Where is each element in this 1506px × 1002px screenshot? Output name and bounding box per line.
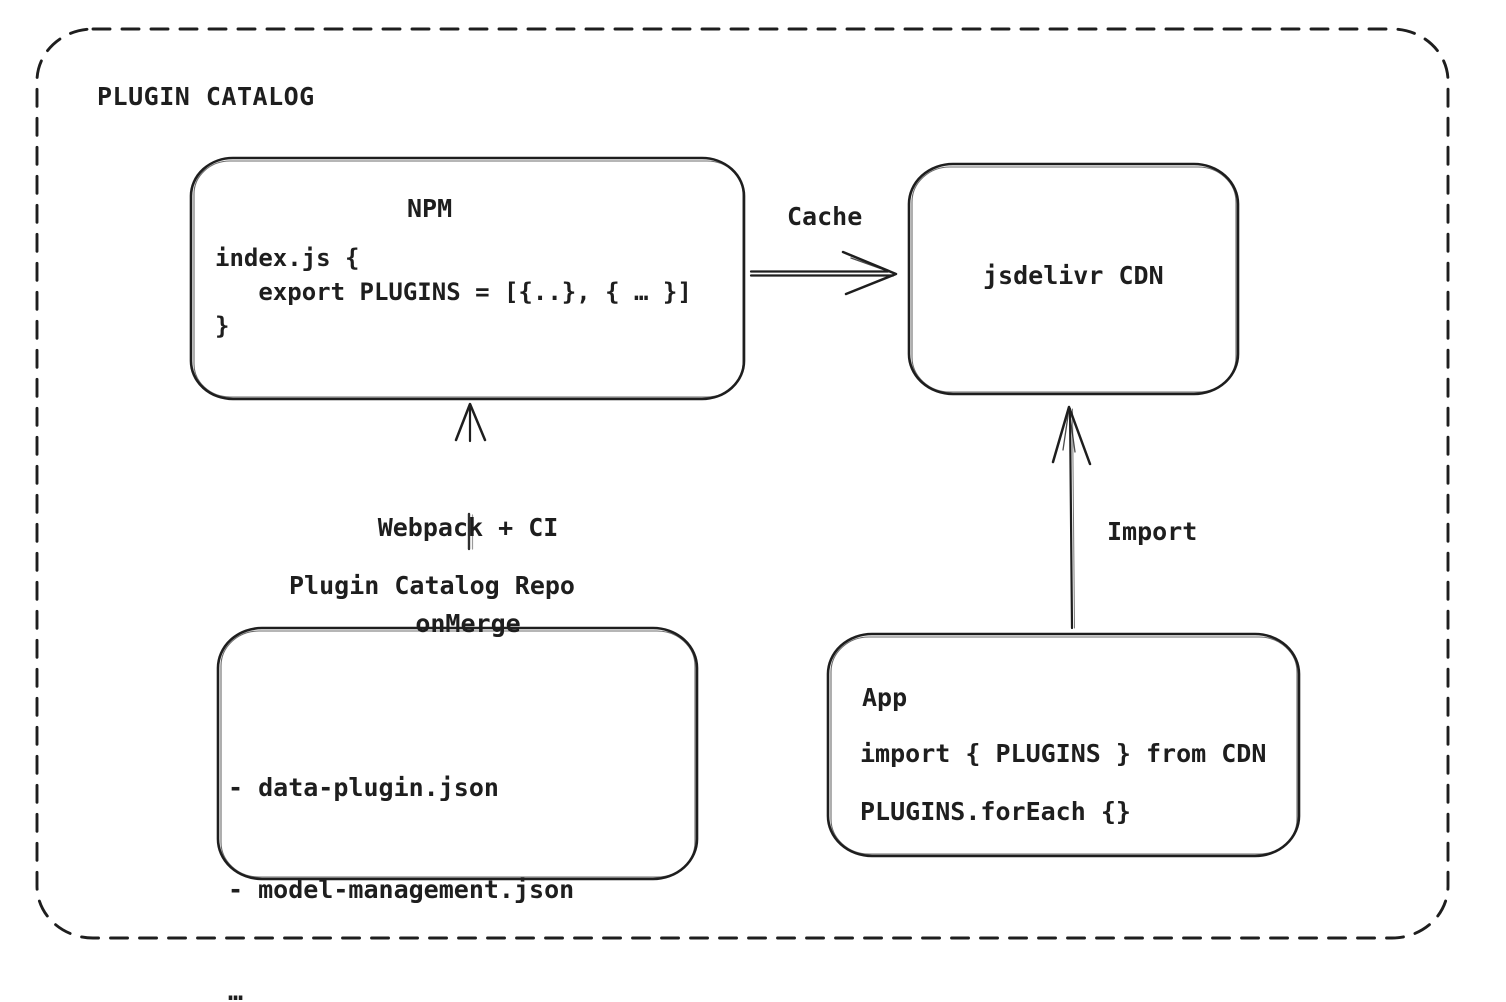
plugin-catalog-boundary [35,27,1450,940]
diagram-title: PLUGIN CATALOG [97,82,315,111]
cdn-box-label: jsdelivr CDN [983,261,1164,290]
repo-file-item: … [228,977,244,1002]
npm-code-block: index.js { export PLUGINS = [{..}, { … }… [215,244,692,340]
repo-box-outline [216,626,699,881]
repo-file-list: - data-plugin.json - model-management.js… [228,703,574,1002]
cache-arrow [749,250,898,296]
build-arrow-label: Webpack + CI onMerge [332,448,604,704]
repo-file-item: - model-management.json [228,875,575,904]
build-arrow-label-line2: onMerge [415,609,521,638]
npm-box-title: NPM [407,194,453,223]
build-arrow-label-line1: Webpack + CI [377,513,559,542]
build-arrow [454,402,487,443]
app-box-outline [826,632,1301,858]
app-code-line: PLUGINS.forEach {} [860,797,1131,826]
npm-box-outline [189,156,746,401]
cdn-box-outline [907,162,1240,396]
import-arrow [1051,405,1092,630]
import-arrow-label: Import [1107,517,1198,546]
repo-box-label: Plugin Catalog Repo [289,571,575,600]
app-code-line: import { PLUGINS } from CDN [860,739,1267,768]
cache-arrow-label: Cache [787,202,863,231]
repo-file-item: - data-plugin.json [228,773,499,802]
app-box-title: App [862,683,908,712]
repo-build-connector [467,512,474,551]
